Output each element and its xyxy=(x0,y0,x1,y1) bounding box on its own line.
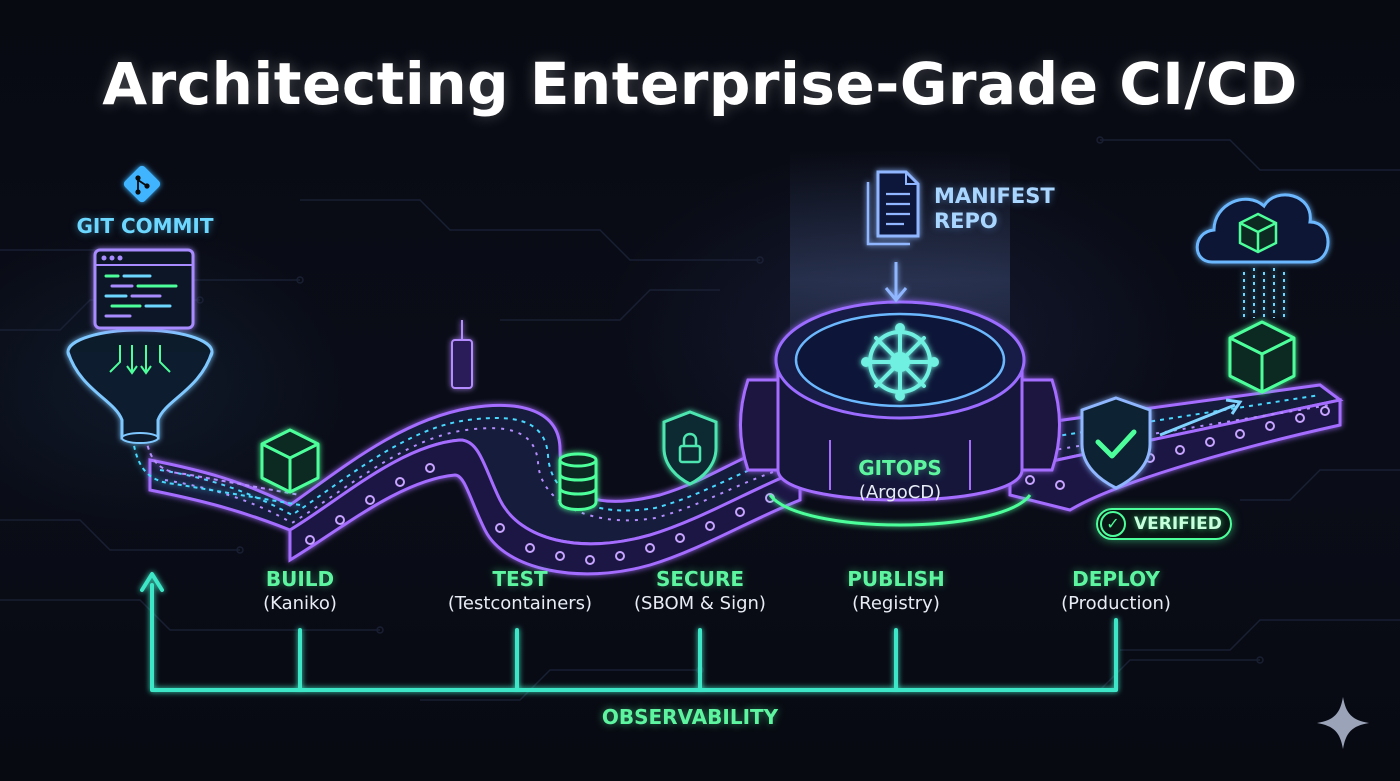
stage-test: TEST (Testcontainers) xyxy=(420,567,620,614)
verified-badge: ✓ VERIFIED xyxy=(1096,508,1232,540)
gitops-title: GITOPS xyxy=(858,456,942,480)
page-title: Architecting Enterprise-Grade CI/CD xyxy=(102,50,1298,118)
conveyor-belt-left xyxy=(148,320,802,576)
stage-subtitle: (Production) xyxy=(1061,593,1171,614)
manifest-line1: MANIFEST xyxy=(934,184,1055,208)
sparkle-icon xyxy=(1317,697,1369,749)
cube-icon-deploy xyxy=(1228,320,1296,394)
stage-build: BUILD (Kaniko) xyxy=(220,567,380,614)
gitops-subtitle: (ArgoCD) xyxy=(858,482,942,503)
git-icon xyxy=(123,165,161,203)
kubernetes-helm-icon xyxy=(861,323,939,401)
stage-subtitle: (SBOM & Sign) xyxy=(634,593,766,614)
gitops-label: GITOPS (ArgoCD) xyxy=(820,456,980,503)
manifest-repo-label: MANIFEST REPO xyxy=(934,184,1055,234)
verified-label: VERIFIED xyxy=(1134,514,1222,534)
cube-icon-build xyxy=(260,428,320,494)
observability-loop xyxy=(140,572,1118,692)
stage-subtitle: (Registry) xyxy=(852,593,940,614)
manifest-arrow-icon xyxy=(884,262,908,303)
stage-deploy: DEPLOY (Production) xyxy=(1036,567,1196,614)
checkmark-icon: ✓ xyxy=(1100,511,1126,537)
code-terminal xyxy=(93,248,195,330)
stage-secure: SECURE (SBOM & Sign) xyxy=(610,567,790,614)
funnel xyxy=(66,328,301,506)
stage-subtitle: (Kaniko) xyxy=(263,593,337,614)
stage-title: TEST xyxy=(492,567,548,591)
circuit-background xyxy=(0,136,1400,701)
cloud-icon xyxy=(1195,193,1330,264)
stage-publish: PUBLISH (Registry) xyxy=(816,567,976,614)
stage-title: SECURE xyxy=(655,567,745,591)
stage-title: PUBLISH xyxy=(847,567,945,591)
stage-title: BUILD xyxy=(265,567,335,591)
observability-label: OBSERVABILITY xyxy=(601,705,779,729)
stage-title: DEPLOY xyxy=(1072,567,1160,591)
gitops-hub xyxy=(739,300,1061,527)
git-commit-label: GIT COMMIT xyxy=(76,214,214,238)
database-icon xyxy=(558,452,598,511)
check-shield-icon xyxy=(1080,396,1152,490)
stage-subtitle: (Testcontainers) xyxy=(447,593,593,614)
data-stream-icon xyxy=(1243,268,1285,318)
document-icon xyxy=(866,170,920,246)
lock-shield-icon xyxy=(662,410,718,486)
manifest-line2: REPO xyxy=(934,209,998,233)
